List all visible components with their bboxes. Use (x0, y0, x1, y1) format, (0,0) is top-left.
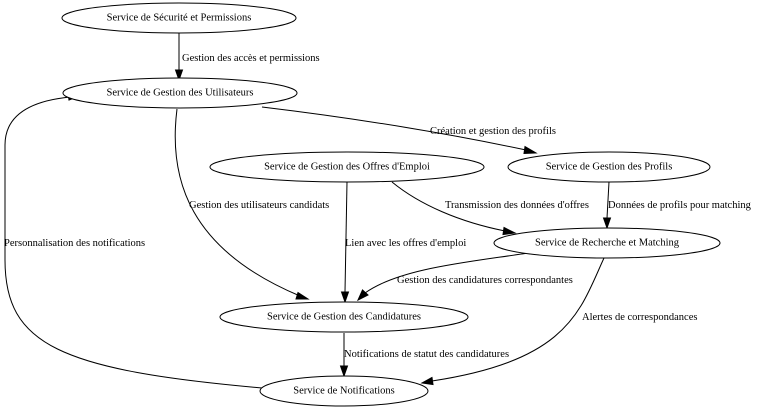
edge-label-notifications-utilisateurs: Personnalisation des notifications (4, 238, 145, 249)
node-label-notifications: Service de Notifications (293, 386, 394, 397)
node-label-utilisateurs: Service de Gestion des Utilisateurs (107, 88, 254, 99)
node-label-candidatures: Service de Gestion des Candidatures (267, 312, 421, 323)
edge-recherche-notifications: Alertes de correspondances (420, 257, 697, 386)
edges: Gestion des accès et permissions Créatio… (4, 33, 752, 389)
edge-recherche-candidatures: Gestion des candidatures correspondantes (356, 252, 573, 302)
edge-securite-utilisateurs: Gestion des accès et permissions (174, 33, 320, 82)
node-label-recherche: Service de Recherche et Matching (535, 238, 680, 249)
nodes: Service de Sécurité et Permissions Servi… (61, 2, 721, 407)
edge-label-recherche-candidatures: Gestion des candidatures correspondantes (397, 275, 573, 286)
node-profils: Service de Gestion des Profils (507, 151, 711, 183)
edge-utilisateurs-candidatures: Gestion des utilisateurs candidats (174, 108, 329, 300)
edge-label-offres-recherche: Transmission des données d'offres (445, 200, 589, 211)
edge-profils-recherche: Données de profils pour matching (602, 181, 752, 230)
edge-label-securite-utilisateurs: Gestion des accès et permissions (182, 53, 320, 64)
node-label-profils: Service de Gestion des Profils (546, 162, 673, 173)
edge-label-utilisateurs-profils: Création et gestion des profils (430, 126, 556, 137)
edge-label-utilisateurs-candidatures: Gestion des utilisateurs candidats (189, 200, 329, 211)
edge-notifications-utilisateurs: Personnalisation des notifications (4, 92, 263, 389)
node-notifications: Service de Notifications (259, 375, 429, 407)
node-candidatures: Service de Gestion des Candidatures (219, 301, 469, 333)
node-label-offres: Service de Gestion des Offres d'Emploi (264, 162, 430, 173)
edge-utilisateurs-profils: Création et gestion des profils (261, 106, 556, 155)
node-offres: Service de Gestion des Offres d'Emploi (209, 151, 485, 183)
node-utilisateurs: Service de Gestion des Utilisateurs (62, 77, 298, 109)
edge-label-candidatures-notifications: Notifications de statut des candidatures (344, 349, 509, 360)
edge-label-profils-recherche: Données de profils pour matching (608, 200, 752, 211)
node-label-securite: Service de Sécurité et Permissions (107, 13, 252, 24)
node-recherche: Service de Recherche et Matching (493, 227, 721, 259)
edge-candidatures-notifications: Notifications de statut des candidatures (339, 333, 509, 378)
edge-label-recherche-notifications: Alertes de correspondances (582, 312, 697, 323)
edge-offres-recherche: Transmission des données d'offres (391, 181, 589, 236)
edge-offres-candidatures: Lien avec les offres d'emploi (340, 181, 466, 304)
edge-label-offres-candidatures: Lien avec les offres d'emploi (345, 238, 466, 249)
node-securite: Service de Sécurité et Permissions (61, 2, 297, 34)
